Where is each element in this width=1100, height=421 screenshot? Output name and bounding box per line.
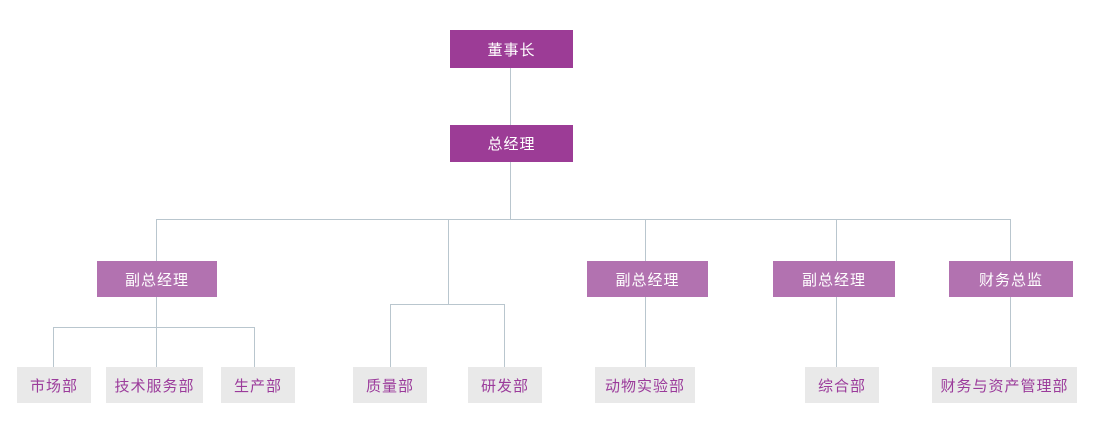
node-marketing-dept: 市场部 xyxy=(17,367,91,403)
node-deputy-gm-1: 副总经理 xyxy=(97,261,217,297)
node-animal-lab-dept: 动物实验部 xyxy=(595,367,695,403)
node-chairman: 董事长 xyxy=(450,30,573,68)
connector-deputy1-stem xyxy=(156,297,157,327)
connector-drop-deputy1 xyxy=(156,219,157,261)
node-deputy-gm-3: 副总经理 xyxy=(773,261,895,297)
node-general-affairs-dept: 综合部 xyxy=(805,367,879,403)
connector-drop-rd xyxy=(504,304,505,367)
connector-quality-bus xyxy=(390,304,505,305)
node-production-dept: 生产部 xyxy=(221,367,295,403)
connector-drop-production xyxy=(254,327,255,367)
node-finance-asset-dept: 财务与资产管理部 xyxy=(932,367,1077,403)
node-general-manager: 总经理 xyxy=(450,125,573,162)
connector-drop-marketing xyxy=(53,327,54,367)
node-quality-dept: 质量部 xyxy=(353,367,427,403)
connector-gm-bus xyxy=(510,162,511,219)
connector-deputy3-general xyxy=(836,297,837,367)
node-rd-dept: 研发部 xyxy=(468,367,542,403)
connector-drop-deputy2 xyxy=(645,219,646,261)
connector-drop-tech-service xyxy=(156,327,157,367)
node-tech-service-dept: 技术服务部 xyxy=(106,367,203,403)
connector-deputy2-animal-lab xyxy=(645,297,646,367)
connector-deputy1-bus xyxy=(53,327,255,328)
node-finance-director: 财务总监 xyxy=(949,261,1073,297)
node-deputy-gm-2: 副总经理 xyxy=(587,261,708,297)
connector-drop-quality xyxy=(390,304,391,367)
connector-main-bus xyxy=(156,219,1011,220)
connector-drop-deputy3 xyxy=(836,219,837,261)
connector-finance-asset xyxy=(1010,297,1011,367)
connector-drop-quality-branch xyxy=(448,219,449,304)
connector-drop-finance xyxy=(1010,219,1011,261)
connector-chairman-gm xyxy=(510,68,511,125)
